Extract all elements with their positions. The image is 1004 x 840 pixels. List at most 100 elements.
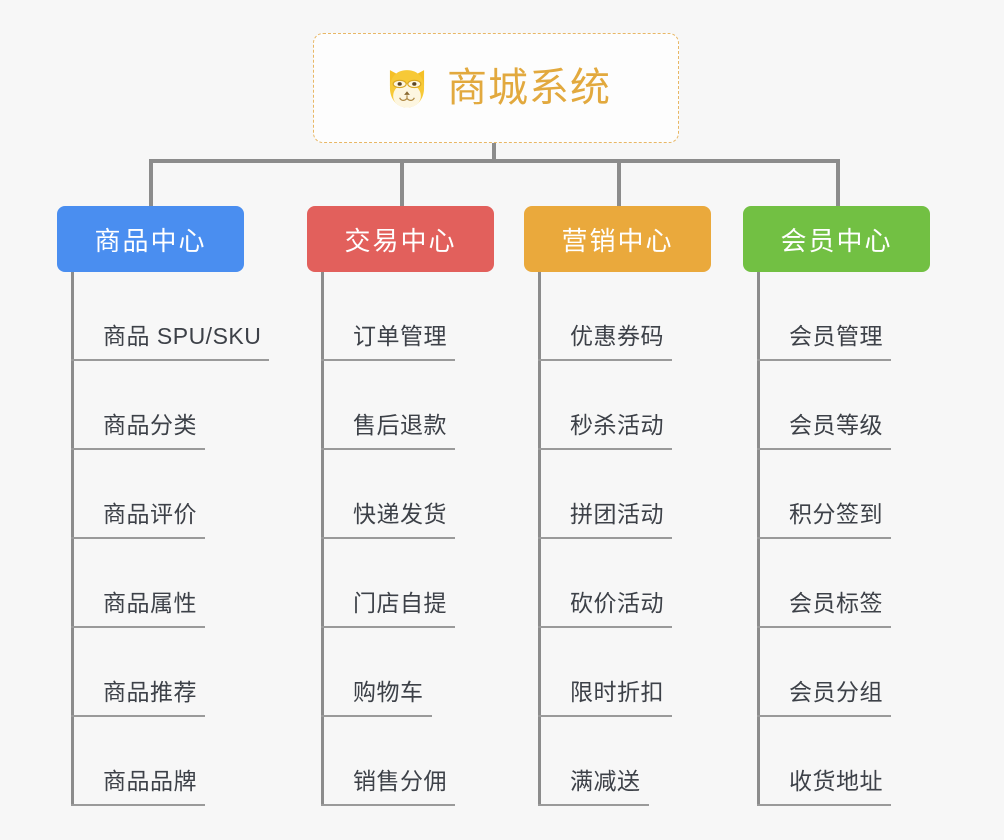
leaf-item[interactable]: 满减送 bbox=[538, 717, 740, 806]
leaf-label: 秒杀活动 bbox=[570, 412, 664, 438]
leaf-item[interactable]: 商品推荐 bbox=[71, 628, 307, 717]
leaf-underline bbox=[757, 537, 891, 539]
leaf-underline bbox=[757, 626, 891, 628]
shiba-dog-face-icon bbox=[389, 70, 425, 108]
leaf-item[interactable]: 售后退款 bbox=[321, 361, 523, 450]
leaf-label: 会员分组 bbox=[789, 679, 883, 705]
leaf-underline bbox=[757, 715, 891, 717]
leaf-underline bbox=[538, 448, 672, 450]
leaf-item[interactable]: 拼团活动 bbox=[538, 450, 740, 539]
branch-header-member-center[interactable]: 会员中心 bbox=[743, 206, 930, 272]
branch-column-marketing-center: 营销中心 优惠券码 秒杀活动 拼团活动 砍价活动 限时折扣 bbox=[524, 206, 740, 806]
branch-header-label: 营销中心 bbox=[561, 225, 674, 256]
branch-header-marketing-center[interactable]: 营销中心 bbox=[524, 206, 711, 272]
root-title: 商城系统 bbox=[447, 66, 611, 110]
leaf-label: 积分签到 bbox=[789, 501, 883, 527]
leaf-item[interactable]: 会员分组 bbox=[757, 628, 959, 717]
leaf-list-trade-center: 订单管理 售后退款 快递发货 门店自提 购物车 销售分佣 bbox=[321, 272, 523, 806]
leaf-label: 满减送 bbox=[570, 768, 641, 794]
leaf-label: 商品属性 bbox=[103, 590, 197, 616]
branch-header-product-center[interactable]: 商品中心 bbox=[57, 206, 244, 272]
leaf-underline bbox=[757, 448, 891, 450]
branch-column-product-center: 商品中心 商品 SPU/SKU 商品分类 商品评价 商品属性 商品推荐 bbox=[57, 206, 307, 806]
branch-column-trade-center: 交易中心 订单管理 售后退款 快递发货 门店自提 购物车 bbox=[307, 206, 523, 806]
leaf-item[interactable]: 积分签到 bbox=[757, 450, 959, 539]
leaf-label: 售后退款 bbox=[353, 412, 447, 438]
leaf-label: 商品评价 bbox=[103, 501, 197, 527]
branch-column-member-center: 会员中心 会员管理 会员等级 积分签到 会员标签 会员分组 bbox=[743, 206, 959, 806]
leaf-underline bbox=[321, 537, 455, 539]
leaf-label: 门店自提 bbox=[353, 590, 447, 616]
leaf-item[interactable]: 秒杀活动 bbox=[538, 361, 740, 450]
leaf-label: 销售分佣 bbox=[353, 768, 447, 794]
root-node[interactable]: 商城系统 bbox=[313, 33, 679, 143]
leaf-spine bbox=[538, 272, 541, 806]
leaf-item[interactable]: 商品属性 bbox=[71, 539, 307, 628]
leaf-label: 会员管理 bbox=[789, 323, 883, 349]
leaf-item[interactable]: 快递发货 bbox=[321, 450, 523, 539]
leaf-item[interactable]: 销售分佣 bbox=[321, 717, 523, 806]
leaf-spine bbox=[321, 272, 324, 806]
leaf-label: 优惠券码 bbox=[570, 323, 664, 349]
connector-drop-column-3 bbox=[617, 159, 621, 206]
leaf-item[interactable]: 商品评价 bbox=[71, 450, 307, 539]
leaf-item[interactable]: 优惠券码 bbox=[538, 272, 740, 361]
leaf-underline bbox=[71, 715, 205, 717]
branch-header-label: 会员中心 bbox=[780, 225, 893, 256]
leaf-label: 快递发货 bbox=[353, 501, 447, 527]
leaf-underline bbox=[538, 804, 649, 806]
branch-header-label: 商品中心 bbox=[94, 225, 207, 256]
leaf-label: 订单管理 bbox=[353, 323, 447, 349]
leaf-label: 收货地址 bbox=[789, 768, 883, 794]
leaf-item[interactable]: 砍价活动 bbox=[538, 539, 740, 628]
leaf-label: 购物车 bbox=[353, 679, 424, 705]
leaf-underline bbox=[538, 626, 672, 628]
leaf-item[interactable]: 收货地址 bbox=[757, 717, 959, 806]
leaf-underline bbox=[321, 448, 455, 450]
leaf-spine bbox=[71, 272, 74, 806]
branch-header-label: 交易中心 bbox=[344, 225, 457, 256]
leaf-underline bbox=[321, 626, 455, 628]
leaf-item[interactable]: 会员管理 bbox=[757, 272, 959, 361]
leaf-underline bbox=[321, 804, 455, 806]
leaf-spine bbox=[757, 272, 760, 806]
leaf-underline bbox=[538, 359, 672, 361]
leaf-label: 拼团活动 bbox=[570, 501, 664, 527]
leaf-label: 商品品牌 bbox=[103, 768, 197, 794]
leaf-underline bbox=[321, 359, 455, 361]
branch-header-trade-center[interactable]: 交易中心 bbox=[307, 206, 494, 272]
leaf-label: 会员等级 bbox=[789, 412, 883, 438]
leaf-underline bbox=[757, 359, 891, 361]
leaf-label: 商品分类 bbox=[103, 412, 197, 438]
leaf-item[interactable]: 门店自提 bbox=[321, 539, 523, 628]
leaf-underline bbox=[71, 359, 269, 361]
leaf-underline bbox=[71, 626, 205, 628]
leaf-label: 砍价活动 bbox=[570, 590, 664, 616]
leaf-underline bbox=[538, 715, 672, 717]
leaf-list-marketing-center: 优惠券码 秒杀活动 拼团活动 砍价活动 限时折扣 满减送 bbox=[538, 272, 740, 806]
leaf-underline bbox=[538, 537, 672, 539]
connector-drop-column-2 bbox=[400, 159, 404, 206]
leaf-item[interactable]: 会员等级 bbox=[757, 361, 959, 450]
connector-horizontal-bus bbox=[149, 159, 840, 163]
leaf-underline bbox=[71, 804, 205, 806]
leaf-underline bbox=[71, 537, 205, 539]
leaf-item[interactable]: 商品分类 bbox=[71, 361, 307, 450]
leaf-underline bbox=[757, 804, 891, 806]
connector-root-stem bbox=[492, 143, 496, 163]
leaf-underline bbox=[321, 715, 432, 717]
leaf-item[interactable]: 商品品牌 bbox=[71, 717, 307, 806]
leaf-item[interactable]: 购物车 bbox=[321, 628, 523, 717]
connector-drop-column-4 bbox=[836, 159, 840, 206]
leaf-label: 会员标签 bbox=[789, 590, 883, 616]
leaf-item[interactable]: 订单管理 bbox=[321, 272, 523, 361]
leaf-label: 商品 SPU/SKU bbox=[103, 323, 262, 349]
leaf-list-product-center: 商品 SPU/SKU 商品分类 商品评价 商品属性 商品推荐 商品品牌 bbox=[71, 272, 307, 806]
leaf-item[interactable]: 限时折扣 bbox=[538, 628, 740, 717]
leaf-item[interactable]: 商品 SPU/SKU bbox=[71, 272, 307, 361]
leaf-label: 限时折扣 bbox=[570, 679, 664, 705]
leaf-underline bbox=[71, 448, 205, 450]
leaf-label: 商品推荐 bbox=[103, 679, 197, 705]
leaf-item[interactable]: 会员标签 bbox=[757, 539, 959, 628]
